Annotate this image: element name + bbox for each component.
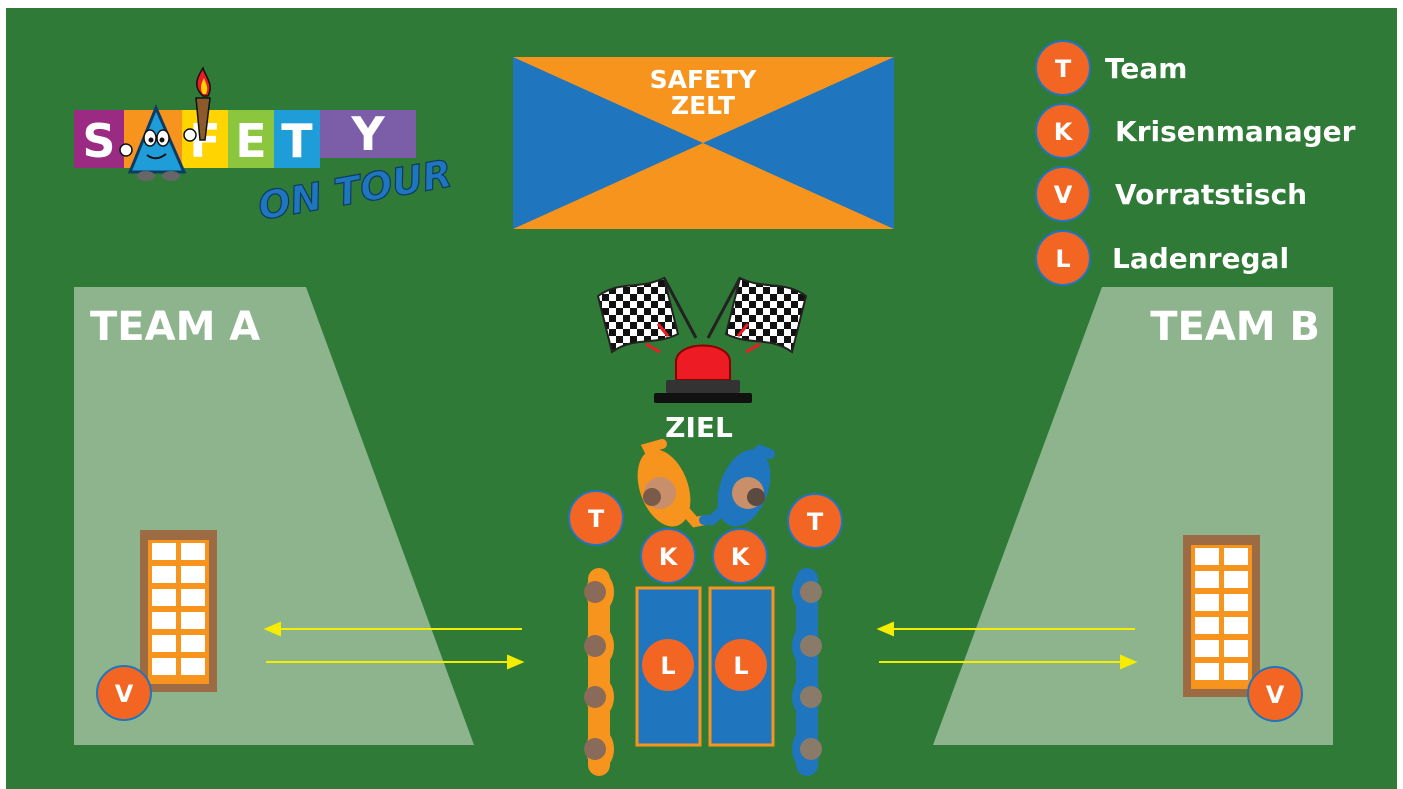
legend-label-shelf: Ladenregal [1112, 242, 1289, 275]
logo-letter-e: E [235, 114, 266, 168]
tent-label-line1: SAFETY [650, 65, 758, 94]
legend-label-supply: Vorratstisch [1115, 178, 1307, 211]
team-b-line [792, 568, 822, 776]
badge-manager-b-letter: K [731, 543, 751, 571]
badge-shelf-a-letter: L [660, 652, 675, 680]
badge-team-b: T [788, 494, 842, 548]
logo-letter-t: T [281, 114, 313, 168]
logo-letter-s: S [82, 114, 115, 168]
badge-team-a-letter: T [588, 505, 605, 533]
badge-supply-b: V [1248, 667, 1302, 721]
badge-supply-a: V [97, 666, 151, 720]
supply-table-a [140, 530, 217, 692]
badge-supply-a-letter: V [115, 680, 134, 708]
badge-supply-b-letter: V [1266, 681, 1285, 709]
legend-badge-k: K [1054, 118, 1074, 146]
legend-badge-t: T [1055, 55, 1072, 83]
tent-label-line2: ZELT [671, 91, 735, 120]
badge-manager-b: K [713, 529, 767, 583]
legend-badge-l: L [1055, 245, 1070, 273]
badge-shelf-b: L [714, 638, 768, 692]
badge-manager-a-letter: K [659, 543, 679, 571]
badge-team-b-letter: T [807, 508, 824, 536]
badge-shelf-b-letter: L [733, 652, 748, 680]
legend-label-manager: Krisenmanager [1115, 115, 1356, 148]
badge-team-a: T [569, 491, 623, 545]
logo-letter-y: Y [350, 107, 385, 161]
team-a-line [584, 568, 614, 776]
safety-tent: SAFETY ZELT [513, 57, 894, 229]
legend-badge-v: V [1054, 181, 1073, 209]
badge-shelf-a: L [641, 638, 695, 692]
goal-label: ZIEL [665, 411, 733, 444]
legend-label-team: Team [1105, 52, 1187, 85]
supply-table-b [1183, 535, 1260, 697]
team-b-label: TEAM B [1150, 304, 1320, 350]
team-a-label: TEAM A [90, 304, 260, 350]
badge-manager-a: K [641, 529, 695, 583]
